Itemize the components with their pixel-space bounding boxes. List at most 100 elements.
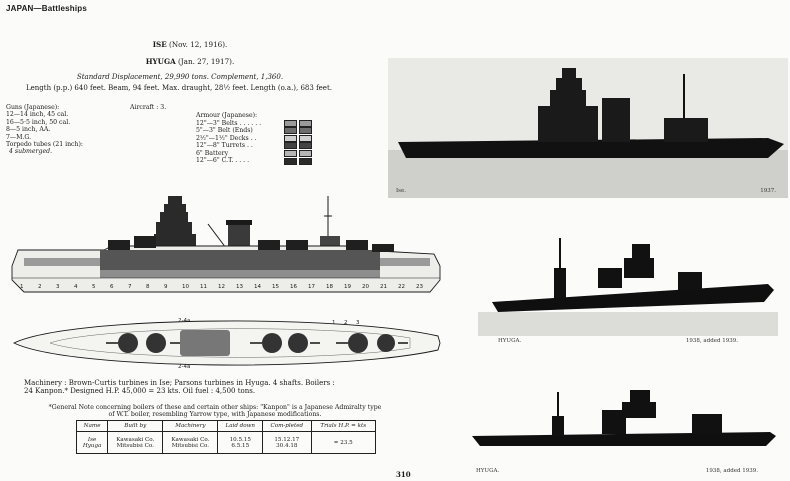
ship-hyuga-line: HYUGA (Jan. 27, 1917). [80, 57, 300, 66]
profile-number: 12 [218, 284, 225, 290]
table-cell-machinery: Kawasaki Co. Mitsubisi Co. [162, 431, 219, 454]
torpedo-value: 4 submerged. [9, 148, 53, 156]
page-header: JAPAN—Battleships [6, 4, 88, 13]
table-cell-trials: = 23.5 [310, 431, 377, 454]
table-header-row: Name Built by Machinery Laid down Com-pl… [75, 420, 377, 432]
plan-label: 3 [356, 320, 360, 326]
armour-row: 6" Battery [196, 150, 346, 158]
profile-number: 9 [164, 284, 168, 290]
table-cell-name: Ise Hyuga [75, 431, 109, 454]
ship-photo-hyuga-1: HYUGA. 1938, added 1939. [478, 232, 778, 346]
armour-row: 12"—6" C.T. . . . . [196, 157, 346, 165]
table-cell-built: Kawasaki Co. Mitsubisi Co. [107, 431, 164, 454]
general-note: *General Note concerning boilers of thes… [20, 404, 410, 419]
note-line-2: of W.T. boiler, resembling Yarrow type, … [108, 411, 322, 419]
profile-number: 10 [182, 284, 189, 290]
ship-name: HYUGA [145, 57, 176, 66]
table-header: Machinery [162, 420, 219, 432]
plan-label: 2-4a [178, 364, 190, 370]
displacement-line: Standard Displacement, 29,990 tons. Comp… [76, 73, 284, 81]
machinery-line-1: Machinery : Brown-Curtis turbines in Ise… [24, 379, 335, 387]
armour-swatch [284, 142, 297, 150]
armour-block: Armour (Japanese): 12"—3" Belts . . . . … [196, 112, 346, 165]
table-header: Built by [107, 420, 164, 432]
table-cell-completed: 15.12.17 30.4.18 [262, 431, 312, 454]
photo-caption-left: HYUGA. [476, 468, 500, 474]
armour-swatch [284, 134, 297, 142]
armour-swatch [284, 119, 297, 127]
armour-label: 2½"—1½" Decks . . [196, 134, 257, 142]
gun-item: 16—5·5 inch, 50 cal. [6, 118, 71, 126]
plan-label: 2 [344, 320, 348, 326]
profile-number: 21 [380, 284, 387, 290]
torpedo-title: Torpedo tubes (21 inch): [6, 141, 84, 149]
armour-swatch [299, 119, 312, 127]
gun-item: 7—M.G. [6, 133, 32, 141]
page-number: 310 [396, 470, 411, 479]
armour-swatch [284, 150, 297, 158]
profile-number: 13 [236, 284, 243, 290]
armour-swatch [284, 127, 297, 135]
launch-date: (Nov. 12, 1916). [169, 40, 228, 49]
profile-number: 8 [146, 284, 150, 290]
gun-item: 12—14 inch, 45 cal. [6, 111, 69, 119]
plan-label: 1 [332, 320, 336, 326]
profile-number: 1 [20, 284, 24, 290]
ship-data-table: Name Built by Machinery Laid down Com-pl… [75, 420, 377, 454]
table-header: Name [75, 420, 109, 432]
table-row: Ise Hyuga Kawasaki Co. Mitsubisi Co. Kaw… [75, 431, 377, 454]
armour-label: 5"—3" Belt (Ends) [196, 127, 253, 135]
armour-swatch [284, 157, 297, 165]
armour-swatch [299, 134, 312, 142]
aircraft-line: Aircraft : 3. [130, 104, 167, 111]
guns-block: Guns (Japanese): 12—14 inch, 45 cal. 16—… [6, 104, 116, 156]
profile-number: 16 [290, 284, 297, 290]
profile-number: 4 [74, 284, 78, 290]
profile-number: 22 [398, 284, 405, 290]
profile-number: 6 [110, 284, 114, 290]
profile-number: 3 [56, 284, 60, 290]
armour-label: 12"—3" Belts . . . . . . [196, 119, 262, 127]
photo-caption-right: 1938, added 1939. [685, 338, 738, 344]
profile-number: 20 [362, 284, 369, 290]
machinery-block: Machinery : Brown-Curtis turbines in Ise… [24, 379, 404, 395]
armour-swatch [299, 150, 312, 158]
photo-caption-left: HYUGA. [498, 338, 522, 344]
ship-name: ISE [152, 40, 167, 49]
armour-row: 5"—3" Belt (Ends) [196, 127, 346, 135]
armour-swatch [299, 142, 312, 150]
photo-caption-left: Ise. [396, 188, 406, 194]
guns-title: Guns (Japanese): [6, 104, 60, 111]
machinery-line-2: 24 Kanpon.* Designed H.P. 45,000 = 23 kt… [24, 387, 256, 395]
armour-swatch [299, 127, 312, 135]
armour-row: 12"—3" Belts . . . . . . [196, 119, 346, 127]
armour-label: 12"—6" C.T. . . . . [196, 157, 250, 165]
table-header: Com-pleted [262, 420, 312, 432]
profile-number: 11 [200, 284, 207, 290]
profile-number: 19 [344, 284, 351, 290]
profile-number: 7 [128, 284, 132, 290]
plan-label: 2-4a [178, 318, 190, 324]
ship-ise-line: ISE (Nov. 12, 1916). [80, 40, 300, 49]
armour-label: 12"—8" Turrets . . [196, 142, 253, 150]
armour-row: 2½"—1½" Decks . . [196, 135, 346, 143]
dimensions-line: Length (p.p.) 640 feet. Beam, 94 feet. M… [26, 84, 332, 92]
profile-number: 17 [308, 284, 315, 290]
profile-number: 18 [326, 284, 333, 290]
table-header: Laid down [217, 420, 264, 432]
launch-date: (Jan. 27, 1917). [177, 57, 235, 66]
note-line-1: *General Note concerning boilers of thes… [48, 404, 382, 411]
armour-row: 12"—8" Turrets . . [196, 142, 346, 150]
gun-item: 8—5 inch, AA. [6, 126, 51, 134]
profile-number: 14 [254, 284, 261, 290]
table-cell-laid: 10.5.15 6.5.15 [217, 431, 264, 454]
ship-plan-drawing: 2-4a 2-4a 1 2 3 [12, 318, 441, 370]
photo-caption-right: 1937. [760, 188, 776, 194]
armour-swatch [299, 157, 312, 165]
ship-photo-ise: Ise. 1937. [388, 58, 788, 198]
photo-caption-right: 1938, added 1939. [705, 468, 758, 474]
profile-number: 5 [92, 284, 96, 290]
profile-number: 15 [272, 284, 279, 290]
ship-photo-hyuga-2: HYUGA. 1938, added 1939. [462, 380, 780, 476]
